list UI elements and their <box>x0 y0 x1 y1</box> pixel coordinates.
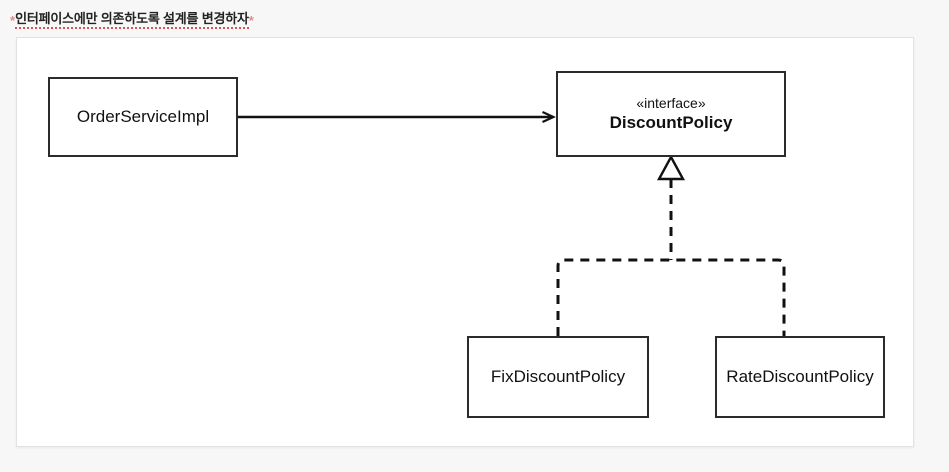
class-box-order-service-impl[interactable]: OrderServiceImpl <box>48 77 238 157</box>
class-name-fix-discount-policy: FixDiscountPolicy <box>490 367 626 387</box>
title-label: 인터페이스에만 의존하도록 설계를 변경하자 <box>15 12 249 29</box>
class-box-fix-discount-policy[interactable]: FixDiscountPolicy <box>467 336 649 418</box>
class-name-order-service-impl: OrderServiceImpl <box>76 107 210 127</box>
page-title: * 인터페이스에만 의존하도록 설계를 변경하자 * <box>10 9 254 31</box>
diagram-card: OrderServiceImpl «interface» DiscountPol… <box>16 37 914 447</box>
realization-tree <box>556 154 786 336</box>
title-trailing-marker: * <box>248 12 254 28</box>
class-name-discount-policy: DiscountPolicy <box>609 113 733 133</box>
title-leading-marker: * <box>10 12 16 28</box>
class-box-discount-policy[interactable]: «interface» DiscountPolicy <box>556 71 786 157</box>
hollow-triangle-arrowhead <box>656 154 686 181</box>
class-name-rate-discount-policy: RateDiscountPolicy <box>726 367 874 387</box>
class-box-rate-discount-policy[interactable]: RateDiscountPolicy <box>715 336 885 418</box>
uml-class-diagram: OrderServiceImpl «interface» DiscountPol… <box>17 38 915 448</box>
class-stereotype-discount-policy: «interface» <box>636 95 706 112</box>
